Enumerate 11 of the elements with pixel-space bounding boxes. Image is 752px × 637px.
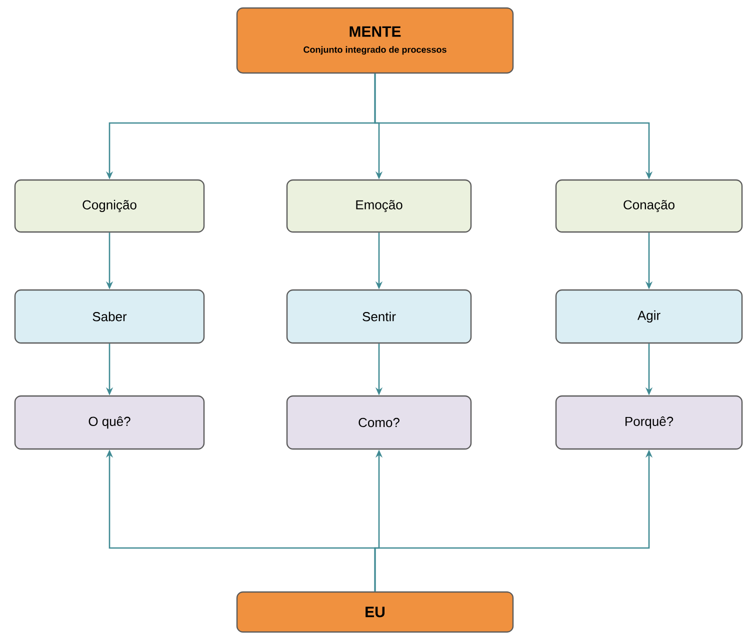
question-box: O quê? bbox=[14, 395, 205, 450]
action-box: Agir bbox=[555, 289, 743, 344]
question-box: Porquê? bbox=[555, 395, 743, 450]
action-box: Saber bbox=[14, 289, 205, 344]
mind-box: MENTE Conjunto integrado de processos bbox=[236, 7, 514, 74]
self-box: EU bbox=[236, 591, 514, 633]
question-box: Como? bbox=[286, 395, 472, 450]
category-box: Emoção bbox=[286, 179, 472, 233]
category-box: Cognição bbox=[14, 179, 205, 233]
category-box: Conação bbox=[555, 179, 743, 233]
action-box: Sentir bbox=[286, 289, 472, 344]
